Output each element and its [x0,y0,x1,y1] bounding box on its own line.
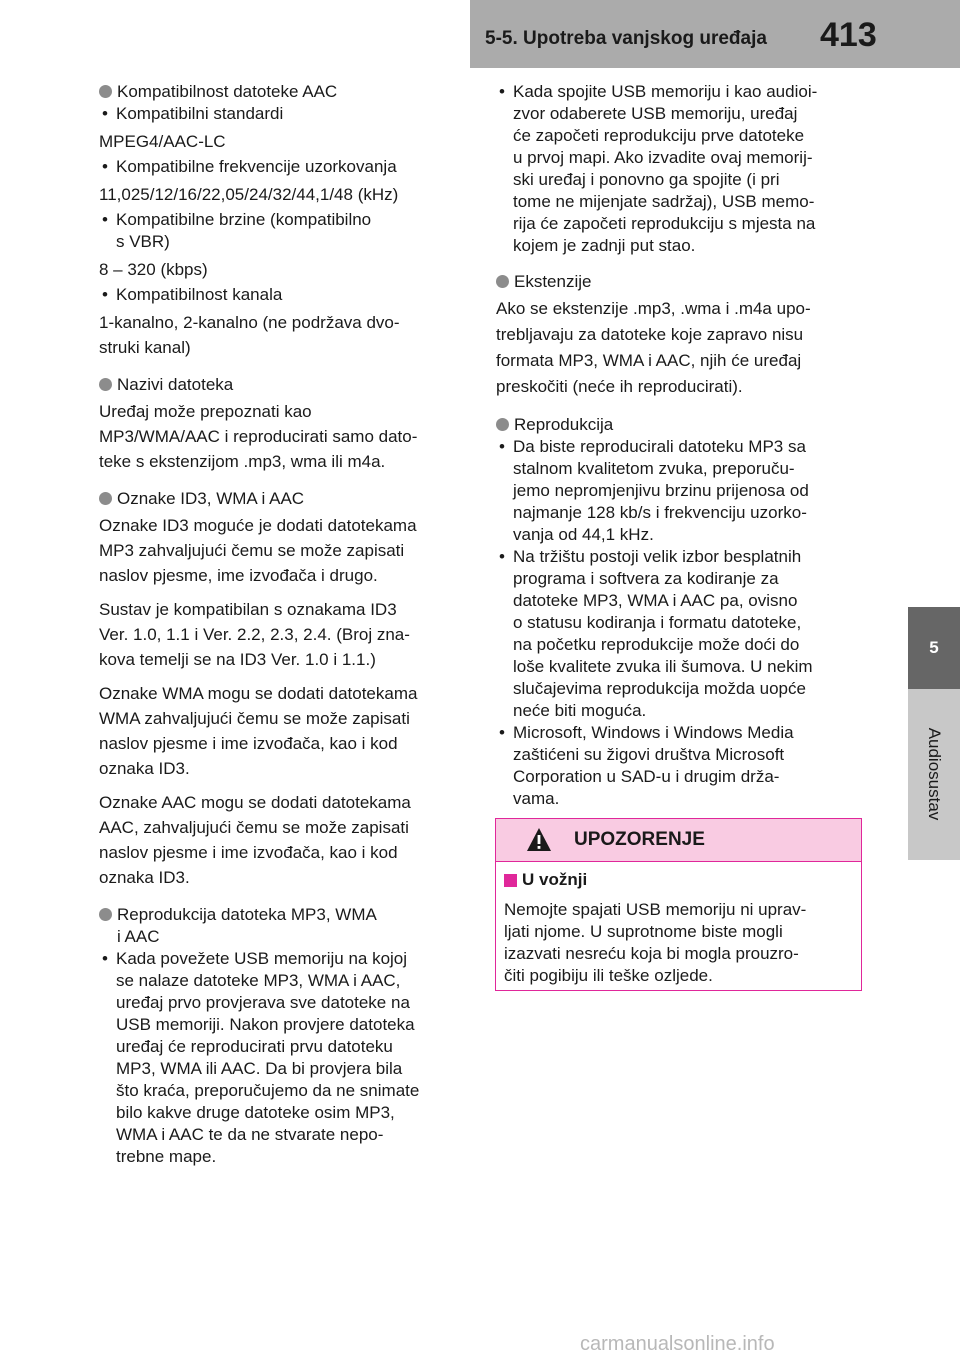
list-item: •Kompatibilne frekvencije uzorkovanja [102,157,397,176]
section-title: 5-5. Upotreba vanjskog uređaja [485,28,767,49]
section-heading-extensions: Ekstenzije [496,271,868,293]
bullet-dot-icon [496,275,509,288]
list-item: • Na tržištu postoji velik izbor besplat… [499,547,813,720]
right-column: • Kada spojite USB memoriju i kao audioi… [496,81,868,810]
spec-value: 1-kanalno, 2-kanalno (ne podržava dvo-st… [99,313,400,357]
warning-subheading: U vožnji [504,870,861,890]
spec-value: 11,025/12/16/22,05/24/32/44,1/48 (kHz) [99,185,399,204]
warning-triangle-icon [527,828,551,851]
list-item: • Kada povežete USB memoriju na kojoj se… [102,949,420,1166]
bullet-dot-icon [99,85,112,98]
section-heading-aac: Kompatibilnost datoteke AAC [99,81,469,103]
paragraph: Sustav je kompatibilan s oznakama ID3 Ve… [99,600,410,669]
page-number: 413 [820,16,877,54]
chapter-number: 5 [929,638,939,657]
chapter-title: Audiosustav [925,727,944,821]
spec-value: MPEG4/AAC-LC [99,132,226,151]
paragraph: Oznake WMA mogu se dodati datotekama WMA… [99,684,418,778]
section-heading-playback: Reprodukcija datoteka MP3, WMA i AAC [99,904,469,948]
list-item: • Da biste reproducirali datoteku MP3 sa… [499,437,809,544]
list-item: •Kompatibilni standardi [102,104,284,123]
spec-value: 8 – 320 (kbps) [99,260,208,279]
paragraph: Ako se ekstenzije .mp3, .wma i .m4a upo-… [496,299,811,396]
list-item: • Kada spojite USB memoriju i kao audioi… [499,82,818,255]
section-heading-tags: Oznake ID3, WMA i AAC [99,488,469,510]
chapter-number-tab: 5 [908,607,960,689]
left-column: Kompatibilnost datoteke AAC •Kompatibiln… [99,81,469,1168]
warning-title: UPOZORENJE [574,829,705,850]
bullet-dot-icon [99,492,112,505]
warning-header: UPOZORENJE [496,819,861,862]
bullet-dot-icon [496,418,509,431]
list-item: •Kompatibilnost kanala [102,285,283,304]
header-bar [470,0,960,68]
section-heading-reproduction: Reprodukcija [496,414,868,436]
bullet-dot-icon [99,908,112,921]
watermark: carmanualsonline.info [580,1333,775,1355]
square-bullet-icon [504,873,517,887]
chapter-title-tab [908,689,960,860]
paragraph: Oznake ID3 moguće je dodati datotekama M… [99,516,417,585]
list-item: • Microsoft, Windows i Windows Media zaš… [499,723,794,808]
warning-box: UPOZORENJE U vožnji Nemojte spajati USB … [495,818,862,991]
warning-text: Nemojte spajati USB memoriju ni uprav- l… [504,900,807,985]
paragraph: Oznake AAC mogu se dodati datotekama AAC… [99,793,411,887]
section-heading-names: Nazivi datoteka [99,374,469,396]
bullet-dot-icon [99,378,112,391]
paragraph: Uređaj može prepoznati kao MP3/WMA/AAC i… [99,402,418,471]
